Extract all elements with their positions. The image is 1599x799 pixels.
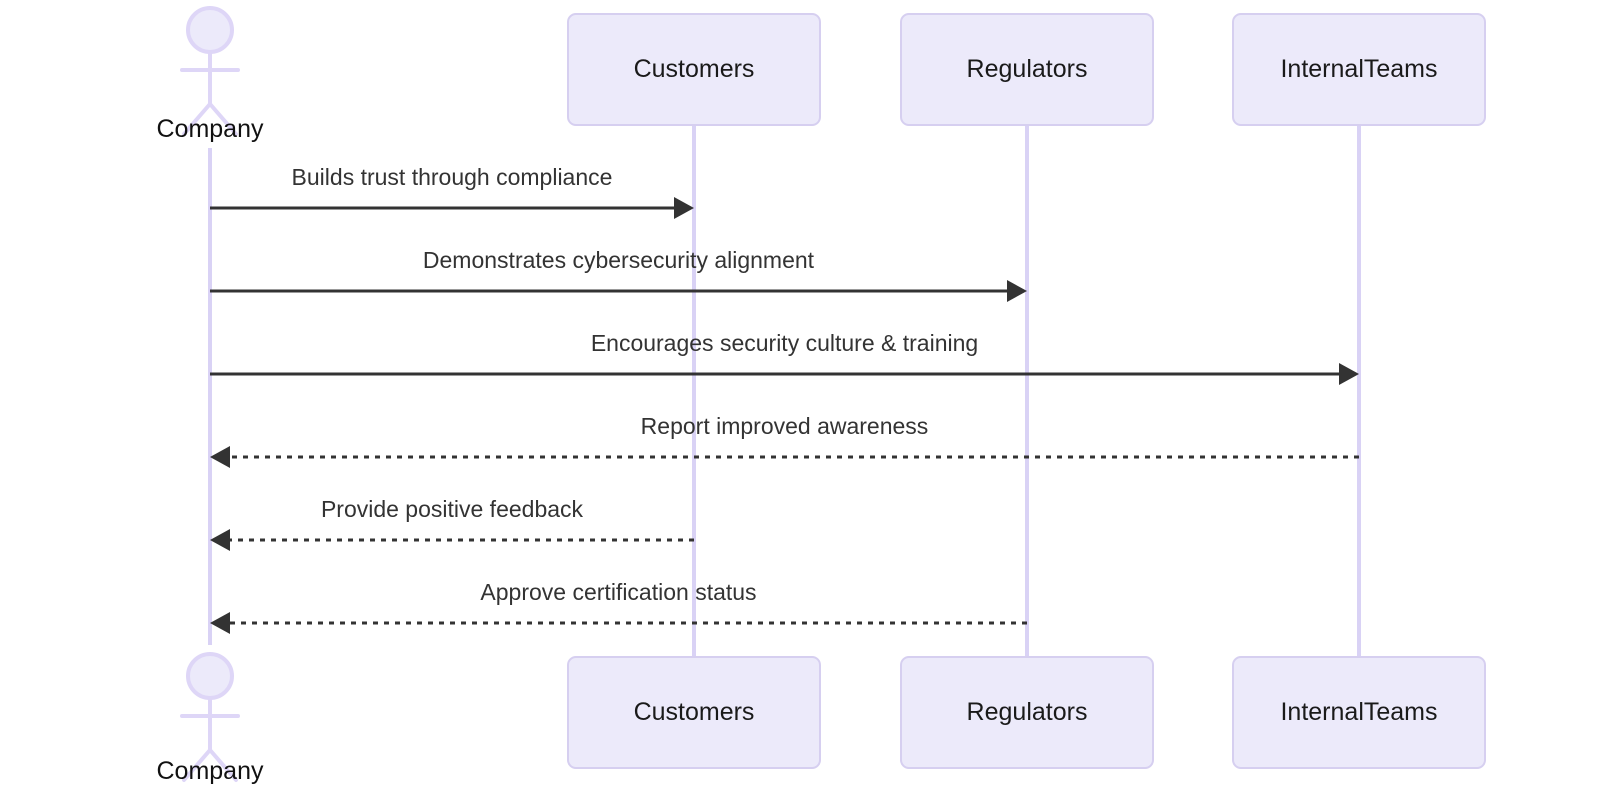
participant-box-customers[interactable] xyxy=(567,656,821,769)
actor-company-bottom: Company xyxy=(157,652,264,785)
participant-box-regulators[interactable] xyxy=(900,13,1154,126)
participant-box-internalteams[interactable] xyxy=(1232,13,1486,126)
message-arrowhead-1 xyxy=(1007,280,1027,302)
message-arrowhead-3 xyxy=(210,446,230,468)
message-5[interactable]: Approve certification status xyxy=(210,579,1027,634)
participant-customers-top[interactable]: Customers xyxy=(567,13,821,126)
message-arrowhead-5 xyxy=(210,612,230,634)
participant-customers-bottom[interactable]: Customers xyxy=(567,656,821,769)
participant-label-regulators: Regulators xyxy=(967,698,1088,726)
participant-label-customers: Customers xyxy=(634,55,755,83)
actor-leg-left-icon xyxy=(182,748,212,782)
participant-box-regulators[interactable] xyxy=(900,656,1154,769)
message-arrowhead-4 xyxy=(210,529,230,551)
message-arrowhead-2 xyxy=(1339,363,1359,385)
message-label-1: Demonstrates cybersecurity alignment xyxy=(423,247,815,273)
message-3[interactable]: Report improved awareness xyxy=(210,413,1359,468)
message-1[interactable]: Demonstrates cybersecurity alignment xyxy=(210,247,1027,302)
message-0[interactable]: Builds trust through compliance xyxy=(210,164,694,219)
participant-label-regulators: Regulators xyxy=(967,55,1088,83)
message-arrowhead-0 xyxy=(674,197,694,219)
participant-box-internalteams[interactable] xyxy=(1232,656,1486,769)
actor-head-icon xyxy=(186,652,234,700)
participant-label-customers: Customers xyxy=(634,698,755,726)
participant-label-company: Company xyxy=(157,115,264,143)
participant-internalteams-bottom[interactable]: InternalTeams xyxy=(1232,656,1486,769)
participant-label-internalteams: InternalTeams xyxy=(1280,698,1437,726)
actor-leg-right-icon xyxy=(208,748,238,782)
participant-regulators-bottom[interactable]: Regulators xyxy=(900,656,1154,769)
participants-top-group: Company Customers Regulators InternalTeams xyxy=(157,6,1486,143)
message-label-3: Report improved awareness xyxy=(641,413,929,439)
message-4[interactable]: Provide positive feedback xyxy=(210,496,694,551)
actor-leg-left-icon xyxy=(182,102,212,136)
message-label-4: Provide positive feedback xyxy=(321,496,584,522)
participant-box-customers[interactable] xyxy=(567,13,821,126)
participant-regulators-top[interactable]: Regulators xyxy=(900,13,1154,126)
messages-group: Builds trust through complianceDemonstra… xyxy=(210,164,1359,634)
participant-internalteams-top[interactable]: InternalTeams xyxy=(1232,13,1486,126)
message-label-0: Builds trust through compliance xyxy=(292,164,613,190)
actor-company-top: Company xyxy=(157,6,264,143)
lifeline-group xyxy=(208,125,1361,657)
participant-label-company: Company xyxy=(157,757,264,785)
message-2[interactable]: Encourages security culture & training xyxy=(210,330,1359,385)
participant-label-internalteams: InternalTeams xyxy=(1280,55,1437,83)
participants-bottom-group: Company Customers Regulators InternalTeams xyxy=(157,652,1486,785)
message-label-2: Encourages security culture & training xyxy=(591,330,978,356)
message-label-5: Approve certification status xyxy=(480,579,756,605)
actor-leg-right-icon xyxy=(208,102,238,136)
actor-head-icon xyxy=(186,6,234,54)
